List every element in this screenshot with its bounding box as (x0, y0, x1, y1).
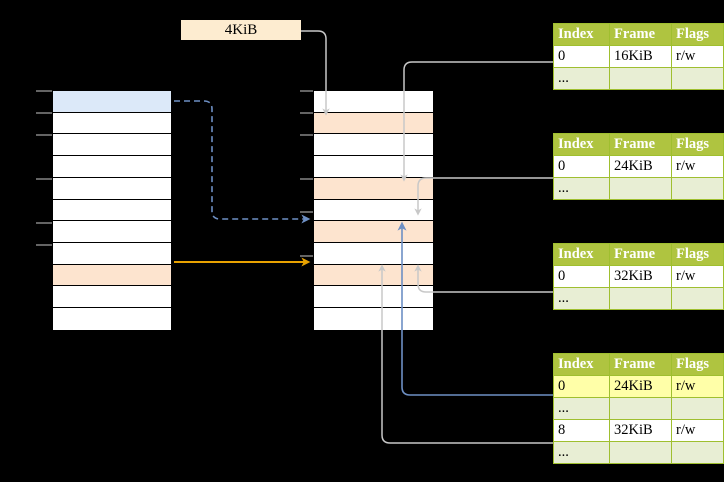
page-table-4-row-2-frame: 32KiB (609, 419, 672, 442)
page-table-1-header-index: Index (553, 23, 610, 46)
page-table-1-row-1-frame (609, 67, 672, 90)
physical-frame-row-5 (314, 199, 433, 222)
page-table-1-row-1-index: ... (553, 67, 610, 90)
page-table-2-header-flags: Flags (671, 133, 724, 156)
page-table-4-row-0-flags: r/w (671, 375, 724, 398)
virtual-page-row-8 (53, 264, 171, 287)
page-table-3-header-flags: Flags (671, 243, 724, 266)
page-table-4-row-1-flags (671, 397, 724, 420)
physical-frame-row-0 (314, 91, 433, 113)
physical-memory-column (313, 90, 434, 331)
page-table-4-header-index: Index (553, 353, 610, 376)
page-table-4-header-flags: Flags (671, 353, 724, 376)
page-table-1-header-flags: Flags (671, 23, 724, 46)
wire-left-row0-to-mid-row6 (174, 100, 311, 224)
virtual-page-row-1 (53, 112, 171, 135)
page-table-2-header-frame: Frame (609, 133, 672, 156)
page-table-1-header-frame: Frame (609, 23, 672, 46)
physical-frame-row-6 (314, 221, 433, 244)
page-table-4-row-1-frame (609, 397, 672, 420)
page-table-2-row-0-index: 0 (553, 155, 610, 178)
size-label-4kib: 4KiB (181, 20, 301, 40)
virtual-page-row-7 (53, 243, 171, 265)
page-table-3-row-1-index: ... (553, 287, 610, 310)
page-table-2-row-1-flags (671, 177, 724, 200)
page-table-1-row-1: ... (553, 67, 724, 90)
page-table-4-row-3-frame (609, 441, 672, 464)
virtual-page-row-3 (53, 156, 171, 178)
physical-frame-row-4 (314, 177, 433, 200)
physical-frame-row-2 (314, 134, 433, 157)
physical-frame-row-1 (314, 112, 433, 135)
wire-ptable3-to-mid-row8 (414, 264, 553, 293)
virtual-page-row-5 (53, 199, 171, 222)
page-table-2-row-0-flags: r/w (671, 155, 724, 178)
page-table-3-row-0-index: 0 (553, 265, 610, 288)
page-table-3-row-0-flags: r/w (671, 265, 724, 288)
page-table-4-row-3: ... (553, 441, 724, 464)
page-table-4-row-0-frame: 24KiB (609, 375, 672, 398)
page-table-4-header-frame: Frame (609, 353, 672, 376)
physical-frame-row-8 (314, 264, 433, 287)
physical-frame-row-10 (314, 308, 433, 330)
page-table-1-row-1-flags (671, 67, 724, 90)
page-table-3-row-1-frame (609, 287, 672, 310)
page-table-4-row-3-index: ... (553, 441, 610, 464)
virtual-page-row-10 (53, 308, 171, 330)
page-table-1-row-0-flags: r/w (671, 45, 724, 68)
virtual-page-row-9 (53, 286, 171, 309)
virtual-page-row-0 (53, 91, 171, 113)
page-table-2-row-1: ... (553, 177, 724, 200)
virtual-address-space-column (52, 90, 172, 331)
page-table-3-header-index: Index (553, 243, 610, 266)
page-table-2-row-1-index: ... (553, 177, 610, 200)
page-table-4-row-3-flags (671, 441, 724, 464)
page-table-4-row-0-index: 0 (553, 375, 610, 398)
physical-frame-row-3 (314, 156, 433, 178)
page-table-4-row-1: ... (553, 397, 724, 420)
physical-frame-row-7 (314, 243, 433, 265)
page-table-4-row-2-index: 8 (553, 419, 610, 442)
page-table-4-row-1-index: ... (553, 397, 610, 420)
page-table-4-row-2-flags: r/w (671, 419, 724, 442)
page-table-1-row-0-frame: 16KiB (609, 45, 672, 68)
virtual-page-row-2 (53, 134, 171, 157)
page-table-2-header-index: Index (553, 133, 610, 156)
virtual-page-row-4 (53, 177, 171, 200)
page-table-3-row-1: ... (553, 287, 724, 310)
wire-ptable2-to-mid-row6 (414, 177, 553, 216)
page-table-3-header-frame: Frame (609, 243, 672, 266)
physical-frame-row-9 (314, 286, 433, 309)
page-table-1-row-0-index: 0 (553, 45, 610, 68)
page-table-3-row-0-frame: 32KiB (609, 265, 672, 288)
virtual-page-row-6 (53, 221, 171, 244)
left-column-tick-marks (36, 90, 52, 246)
middle-column-tick-marks (300, 90, 313, 257)
page-table-2-row-0-frame: 24KiB (609, 155, 672, 178)
page-table-3-row-1-flags (671, 287, 724, 310)
page-table-2-row-1-frame (609, 177, 672, 200)
